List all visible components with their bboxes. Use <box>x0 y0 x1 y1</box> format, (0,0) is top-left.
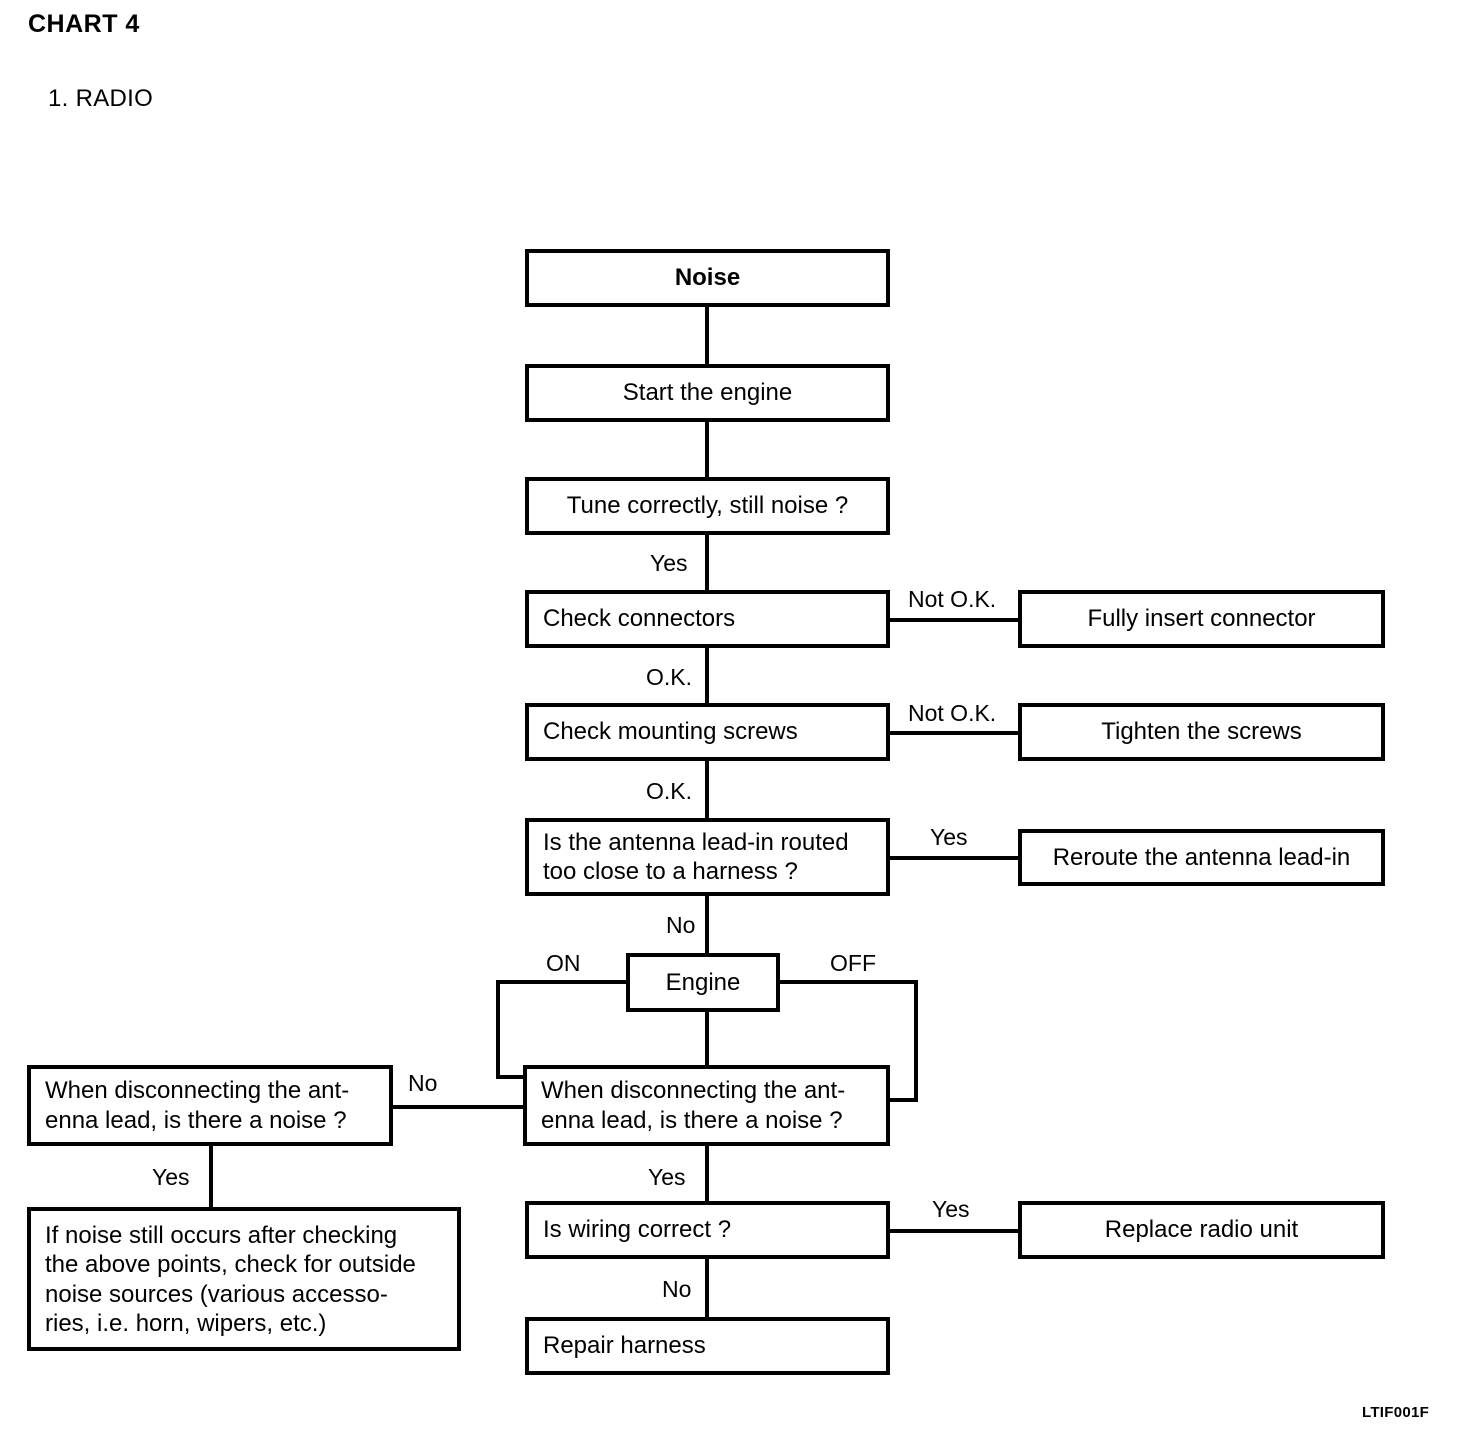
edge-label-engine-off: OFF <box>830 950 876 976</box>
node-outside-noise-sources-label: If noise still occurs after checking the… <box>45 1222 416 1337</box>
edge-label-tune-yes: Yes <box>650 550 688 576</box>
edge-label-antenna-yes: Yes <box>930 824 968 850</box>
connector-connectors-to-insert <box>888 618 1020 622</box>
edge-label-screws-not-ok: Not O.K. <box>908 700 997 726</box>
edge-label-disconnect-left-yes: Yes <box>152 1164 190 1190</box>
connector-engine-on-into-box <box>496 1075 530 1079</box>
connector-connectors-to-screws <box>705 646 709 708</box>
node-check-mounting-screws[interactable]: Check mounting screws <box>525 703 890 761</box>
node-disconnect-antenna-main[interactable]: When disconnecting the ant- enna lead, i… <box>523 1065 890 1146</box>
node-antenna-lead-routed[interactable]: Is the antenna lead-in routed too close … <box>525 818 890 896</box>
page-title: CHART 4 <box>28 10 140 38</box>
node-tighten-screws-label: Tighten the screws <box>1101 718 1302 746</box>
connector-disconnect-main-to-wiring <box>705 1146 709 1208</box>
edge-label-engine-on: ON <box>546 950 581 976</box>
connector-disconnect-left-to-outside <box>209 1146 213 1208</box>
connector-engine-off-into-box <box>880 1098 918 1102</box>
node-tighten-screws[interactable]: Tighten the screws <box>1018 703 1385 761</box>
node-fully-insert-connector[interactable]: Fully insert connector <box>1018 590 1385 648</box>
edge-label-screws-ok: O.K. <box>646 778 693 804</box>
connector-tune-to-connectors <box>705 533 709 595</box>
node-replace-radio-unit-label: Replace radio unit <box>1104 1216 1299 1244</box>
connector-antenna-to-engine <box>705 894 709 956</box>
edge-label-wiring-no: No <box>662 1276 692 1302</box>
edge-label-wiring-yes: Yes <box>932 1196 970 1222</box>
node-is-wiring-correct[interactable]: Is wiring correct ? <box>525 1201 890 1259</box>
connector-antenna-to-reroute <box>888 856 1020 860</box>
node-reroute-antenna[interactable]: Reroute the antenna lead-in <box>1018 829 1385 886</box>
node-disconnect-antenna-left-label: When disconnecting the ant- enna lead, i… <box>45 1077 350 1134</box>
node-noise[interactable]: Noise <box>525 249 890 307</box>
node-fully-insert-connector-label: Fully insert connector <box>1087 605 1316 633</box>
connector-screws-to-tighten <box>888 731 1020 735</box>
connector-wiring-to-repair <box>705 1258 709 1320</box>
node-repair-harness[interactable]: Repair harness <box>525 1317 890 1375</box>
connector-start-to-tune <box>705 420 709 482</box>
node-outside-noise-sources[interactable]: If noise still occurs after checking the… <box>27 1207 461 1351</box>
edge-label-antenna-no: No <box>666 912 696 938</box>
connector-screws-to-antenna <box>705 760 709 822</box>
node-disconnect-antenna-left[interactable]: When disconnecting the ant- enna lead, i… <box>27 1065 393 1146</box>
edge-label-connectors-not-ok: Not O.K. <box>908 586 997 612</box>
connector-disconnect-main-to-left <box>393 1105 525 1109</box>
node-check-connectors[interactable]: Check connectors <box>525 590 890 648</box>
connector-wiring-to-replace <box>888 1229 1020 1233</box>
node-reroute-antenna-label: Reroute the antenna lead-in <box>1052 843 1351 871</box>
node-start-engine-label: Start the engine <box>622 379 793 407</box>
edge-label-connectors-ok: O.K. <box>646 664 693 690</box>
node-antenna-lead-routed-label: Is the antenna lead-in routed too close … <box>543 828 849 885</box>
node-is-wiring-correct-label: Is wiring correct ? <box>543 1216 732 1244</box>
node-tune-correctly[interactable]: Tune correctly, still noise ? <box>525 477 890 535</box>
connector-engine-on-vertical <box>496 980 500 1079</box>
connector-noise-to-start <box>705 306 709 368</box>
node-check-connectors-label: Check connectors <box>543 605 736 633</box>
edge-label-disconnect-main-no: No <box>408 1070 438 1096</box>
connector-engine-off-horizontal <box>778 980 918 984</box>
node-start-engine[interactable]: Start the engine <box>525 364 890 422</box>
node-replace-radio-unit[interactable]: Replace radio unit <box>1018 1201 1385 1259</box>
node-check-mounting-screws-label: Check mounting screws <box>543 718 798 746</box>
connector-engine-off-vertical <box>914 980 918 1102</box>
node-engine[interactable]: Engine <box>626 953 780 1012</box>
edge-label-disconnect-main-yes: Yes <box>648 1164 686 1190</box>
node-engine-label: Engine <box>665 968 741 996</box>
connector-engine-to-disconnect <box>705 1010 709 1065</box>
node-noise-label: Noise <box>674 264 741 292</box>
document-code: LTIF001F <box>1362 1404 1430 1421</box>
node-repair-harness-label: Repair harness <box>543 1332 706 1360</box>
connector-engine-on-horizontal <box>496 980 628 984</box>
node-tune-correctly-label: Tune correctly, still noise ? <box>566 492 849 520</box>
section-title: 1. RADIO <box>48 85 154 112</box>
node-disconnect-antenna-main-label: When disconnecting the ant- enna lead, i… <box>541 1077 846 1134</box>
